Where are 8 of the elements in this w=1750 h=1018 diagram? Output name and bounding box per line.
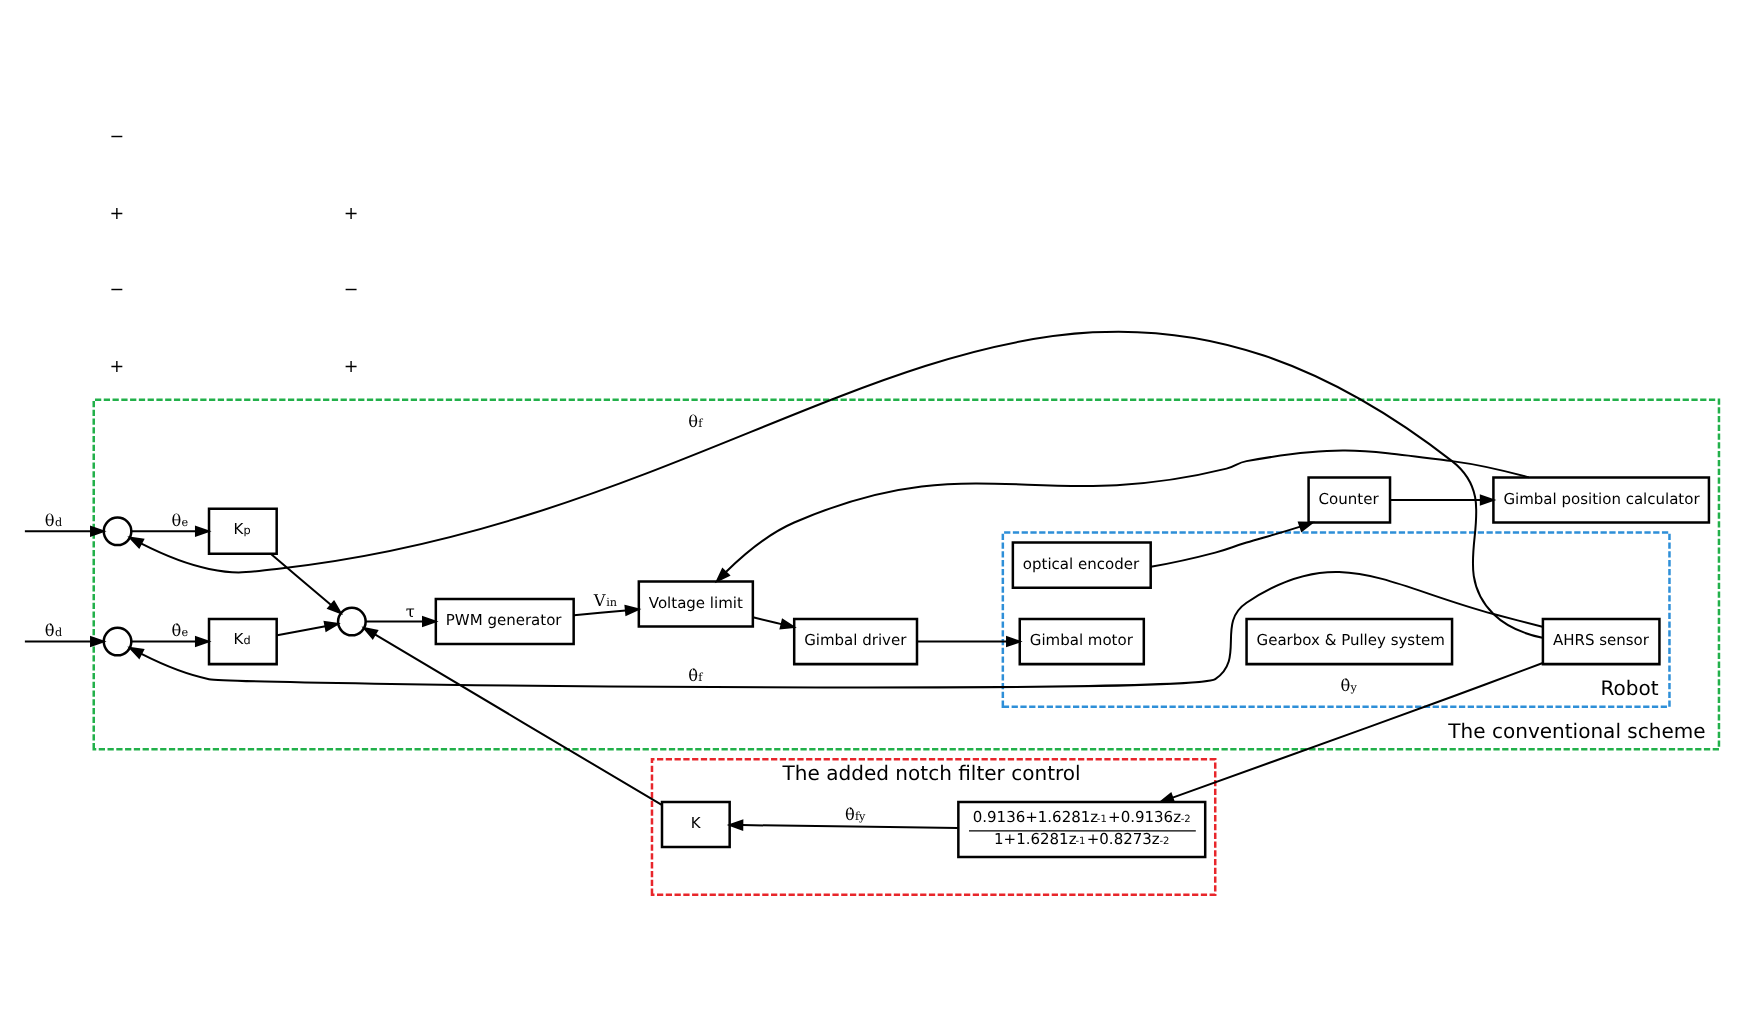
label: + bbox=[342, 203, 358, 224]
label: + bbox=[108, 356, 124, 377]
label: + bbox=[342, 356, 358, 377]
label: − bbox=[108, 280, 124, 301]
label: + bbox=[108, 203, 124, 224]
label: − bbox=[342, 280, 358, 301]
edge-label: τ bbox=[404, 600, 414, 621]
label: − bbox=[108, 127, 124, 148]
